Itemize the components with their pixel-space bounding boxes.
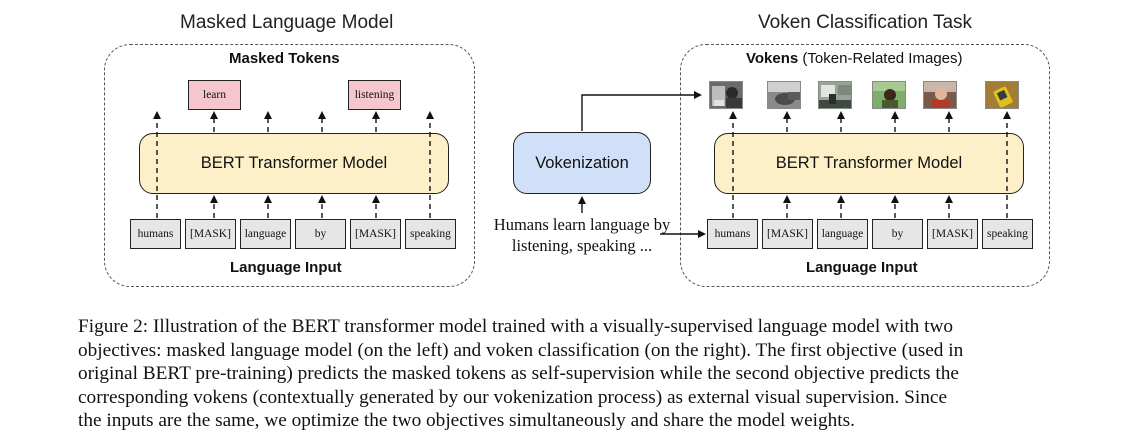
photo-hand-icon [767,81,801,109]
vokens-label: Vokens (Token-Related Images) [746,50,963,67]
left-input-token-by: by [295,219,346,249]
vokenization-box: Vokenization [513,132,651,194]
photo-person-icon [872,81,906,109]
caption-line-1: Figure 2: Illustration of the BERT trans… [78,316,954,337]
caption-line-2: objectives: masked language model (on th… [78,339,964,361]
left-panel-title: Masked Language Model [180,12,394,33]
right-input-token-by: by [872,219,923,249]
input-sentence-line-1: Humans learn language by [493,215,671,234]
masked-token-listening: listening [348,80,401,110]
left-input-token-mask-1: [MASK] [185,219,236,249]
left-panel-frame [104,44,475,287]
caption-line-3: original BERT pre-training) predicts the… [78,363,959,384]
photo-room-icon [818,81,852,109]
right-language-input-label: Language Input [806,259,918,276]
right-input-token-humans: humans [707,219,758,249]
input-sentence-line-2: listening, speaking ... [511,236,653,255]
masked-tokens-label: Masked Tokens [229,50,340,67]
right-bert-model: BERT Transformer Model [714,133,1024,194]
right-input-token-speaking: speaking [982,219,1033,249]
right-input-token-mask-1: [MASK] [762,219,813,249]
left-input-token-mask-2: [MASK] [350,219,401,249]
vokens-label-rest: (Token-Related Images) [802,50,963,67]
right-bert-label: BERT Transformer Model [775,154,963,172]
vokenization-to-vokens-arrow [581,91,702,131]
vokenization-label: Vokenization [535,153,629,172]
left-bert-label: BERT Transformer Model [200,154,388,172]
right-panel-frame [680,44,1050,287]
right-panel-title: Voken Classification Task [758,12,973,33]
figure-caption: Figure 2: Illustration of the BERT trans… [78,315,963,433]
photo-people-icon [709,81,743,109]
right-input-token-language: language [817,219,868,249]
left-input-token-speaking: speaking [405,219,456,249]
photo-phone-icon [985,81,1019,109]
left-input-token-humans: humans [130,219,181,249]
right-input-token-mask-2: [MASK] [927,219,978,249]
left-bert-model: BERT Transformer Model [139,133,449,194]
masked-token-learn: learn [188,80,241,110]
input-sentence: Humans learn language by listening, spea… [487,214,677,256]
caption-line-5: the inputs are the same, we optimize the… [78,410,855,431]
left-language-input-label: Language Input [230,259,342,276]
photo-man-icon [923,81,957,109]
caption-line-4: corresponding vokens (contextually gener… [78,386,948,408]
vokens-label-bold: Vokens [746,50,799,67]
left-input-token-language: language [240,219,291,249]
